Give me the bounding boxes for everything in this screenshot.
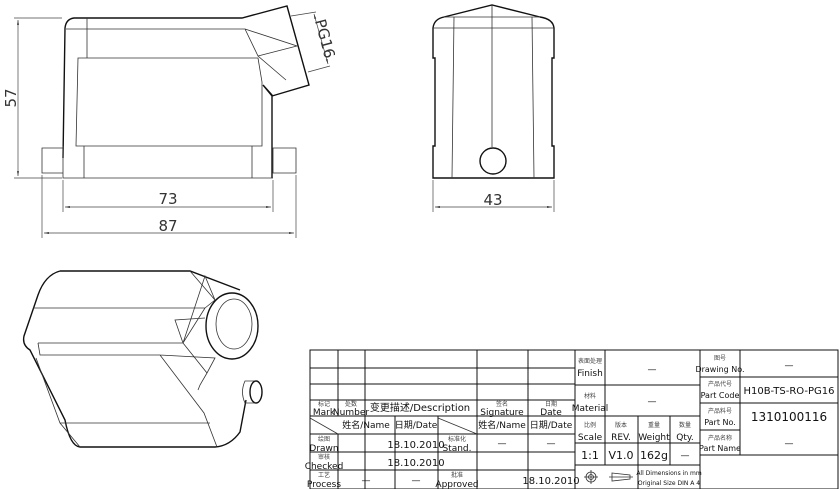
finish-value: — (648, 365, 657, 375)
finish-cn: 表面处理 (578, 357, 602, 365)
rev-value: V1.0 (608, 449, 633, 462)
qty-cn: 数量 (679, 421, 691, 429)
outer-width-dimension: 87 (158, 217, 177, 235)
name-column-header-2: 姓名/Name (478, 419, 526, 431)
part-code-cn: 产品代号 (708, 380, 732, 388)
scale-value: 1:1 (581, 449, 599, 462)
title-block-grid (309, 349, 839, 489)
rev-cn: 版本 (615, 421, 627, 429)
part-no-value: 1310100116 (751, 410, 827, 424)
qty-value: — (681, 451, 690, 461)
part-code-label: Part Code (701, 391, 740, 400)
date-column-header: 日期/Date (395, 420, 438, 431)
drawn-label: Drawn (309, 444, 338, 454)
material-label: Material (572, 404, 609, 414)
number-cn: 处数 (345, 400, 357, 408)
description-header: 变更描述/Description (370, 401, 470, 414)
projection-symbol-icon (584, 470, 633, 484)
title-block: 标记 Mark 处数 Number 变更描述/Description 签名 Si… (305, 355, 835, 489)
drawing-no-cn: 图号 (714, 355, 726, 362)
approved-cn: 批准 (451, 471, 463, 479)
date-cn: 日期 (545, 400, 557, 408)
thread-dimension: PG16 (311, 17, 339, 60)
scale-cn: 比例 (584, 421, 596, 429)
stand-label: Stand. (442, 444, 471, 454)
signature-label: Signature (480, 408, 524, 418)
drawing-no-label: Drawing No. (695, 365, 744, 374)
process-date: — (412, 476, 421, 486)
number-label: Number (333, 408, 369, 418)
side-view: 43 (432, 4, 555, 212)
part-no-label: Part No. (704, 418, 736, 427)
date-column-header-2: 日期/Date (530, 420, 573, 431)
finish-label: Finish (577, 369, 603, 379)
process-name: — (362, 476, 371, 486)
approved-label: Approved (435, 480, 478, 489)
dimensions-note: All Dimensions in mm (636, 470, 701, 477)
original-size-note: Original Size DIN A 4 (638, 480, 700, 487)
checked-date: 18.10.2010 (387, 458, 444, 469)
scale-label: Scale (578, 433, 603, 443)
weight-value: 162g (640, 449, 668, 462)
name-column-header: 姓名/Name (342, 419, 390, 431)
stand-cn: 标准化 (448, 435, 466, 443)
inner-width-dimension: 73 (158, 190, 177, 208)
stand-date: — (547, 439, 556, 449)
date-label: Date (540, 408, 562, 418)
part-no-cn: 产品料号 (708, 407, 732, 415)
rev-label: REV. (611, 433, 631, 443)
part-name-label: Part Name (699, 444, 741, 453)
material-cn: 材料 (584, 392, 596, 400)
approved-date: 18.10.2010 (522, 476, 579, 487)
drawn-cn: 绘图 (318, 435, 330, 443)
qty-label: Qty. (676, 433, 694, 443)
checked-cn: 审核 (318, 453, 330, 461)
process-label: Process (307, 480, 341, 489)
mark-label: Mark (313, 408, 336, 418)
front-view: 57 73 87 PG16 (2, 5, 339, 238)
part-name-cn: 产品名称 (708, 434, 732, 442)
depth-dimension: 43 (483, 191, 502, 209)
part-name-value: — (785, 439, 794, 449)
drawing-no-value: — (785, 361, 794, 371)
stand-name: — (498, 439, 507, 449)
process-cn: 工艺 (318, 471, 330, 479)
drawn-date: 18.10.2010 (387, 440, 444, 451)
material-value: — (648, 397, 657, 407)
isometric-view (22, 270, 263, 448)
signature-cn: 签名 (496, 400, 508, 408)
height-dimension: 57 (2, 88, 20, 107)
mark-cn: 标记 (318, 400, 330, 408)
checked-label: Checked (305, 462, 344, 472)
weight-label: Weight (638, 433, 670, 443)
weight-cn: 重量 (648, 421, 660, 429)
part-code-value: H10B-TS-RO-PG16 (743, 386, 834, 397)
